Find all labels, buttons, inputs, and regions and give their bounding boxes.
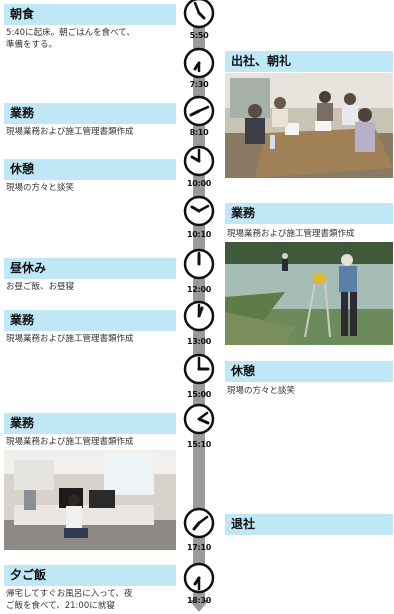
event-desc-rest2: 現場の方々と談笑	[227, 386, 296, 396]
event-desc-work1: 現場業務および施工管理書類作成	[6, 127, 134, 137]
time-label: 12:00	[187, 285, 211, 294]
time-label: 13:00	[187, 337, 211, 346]
time-label: 5:50	[189, 31, 209, 40]
event-desc-dinner-line1: 帰宅してすぐお風呂に入って、夜	[6, 589, 133, 599]
clock-icon-1300	[183, 300, 215, 332]
meeting-photo	[225, 73, 393, 178]
event-desc-work4: 現場業務および施工管理書類作成	[6, 437, 134, 447]
site-photo	[225, 242, 393, 345]
event-title-lunch: 昼休み	[4, 258, 176, 279]
event-desc-breakfast-line1: 5:40に起床。朝ごはんを食べて、	[6, 28, 135, 38]
event-title-work1: 業務	[4, 103, 176, 124]
time-label: 10:00	[187, 179, 211, 188]
event-title-work4: 業務	[4, 413, 176, 434]
time-label: 17:10	[187, 543, 211, 552]
time-label: 15:00	[187, 390, 211, 399]
clock-icon-1010	[183, 195, 215, 227]
event-title-dinner: 夕ご飯	[4, 565, 176, 586]
time-label: 7:30	[189, 80, 209, 89]
clock-icon-1000	[183, 145, 215, 177]
event-desc-rest1: 現場の方々と談笑	[6, 183, 75, 193]
clock-icon-0550	[183, 0, 215, 29]
event-title-breakfast: 朝食	[4, 4, 176, 25]
time-label: 18:30	[187, 596, 211, 605]
time-label: 10:10	[187, 230, 211, 239]
event-title-leave: 退社	[225, 514, 393, 535]
event-desc-breakfast-line2: 準備をする。	[6, 40, 58, 50]
clock-icon-0810	[183, 95, 215, 127]
clock-icon-0730	[183, 47, 215, 79]
time-label: 8:10	[189, 128, 209, 137]
time-label: 15:10	[187, 440, 211, 449]
clock-icon-1200	[183, 248, 215, 280]
event-title-rest2: 休憩	[225, 361, 393, 382]
event-title-rest1: 休憩	[4, 159, 176, 180]
clock-icon-1510	[183, 403, 215, 435]
event-desc-work2: 現場業務および施工管理書類作成	[227, 229, 355, 239]
event-title-work2: 業務	[225, 203, 393, 224]
event-desc-lunch: お昼ご飯、お昼寝	[6, 282, 75, 292]
office-photo	[4, 450, 176, 550]
timeline-arrow-icon	[189, 600, 209, 612]
event-title-work3: 業務	[4, 310, 176, 331]
event-title-arrival: 出社、朝礼	[225, 51, 393, 72]
clock-icon-1830	[183, 562, 215, 594]
event-desc-work3: 現場業務および施工管理書類作成	[6, 334, 134, 344]
clock-icon-1710	[183, 507, 215, 539]
event-desc-dinner-line2: ご飯を食べて、21:00に就寝	[6, 601, 115, 611]
clock-icon-1500	[183, 353, 215, 385]
